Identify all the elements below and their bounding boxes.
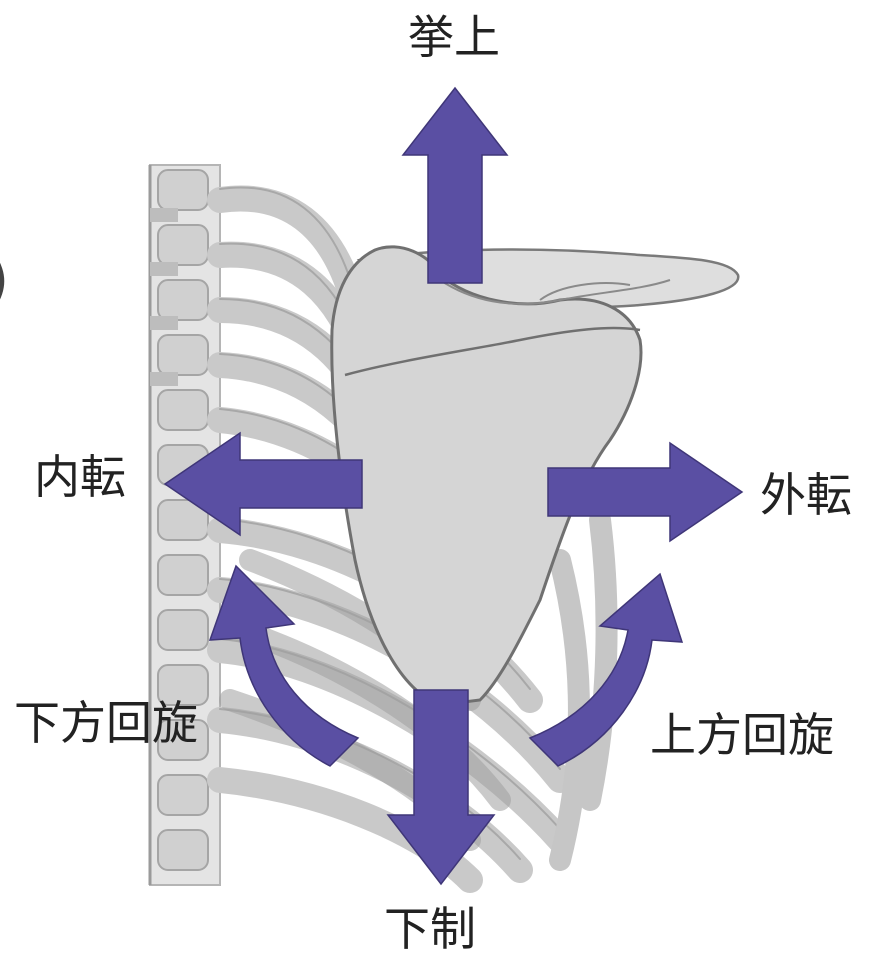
label-abduction: 外転	[760, 472, 852, 518]
label-adduction: 内転	[34, 454, 126, 500]
label-downward-rotation: 下方回旋	[14, 700, 198, 746]
edge-mark: )	[0, 250, 9, 310]
label-depression: 下制	[384, 906, 476, 952]
label-elevation: 挙上	[408, 14, 500, 60]
label-upward-rotation: 上方回旋	[650, 712, 834, 758]
